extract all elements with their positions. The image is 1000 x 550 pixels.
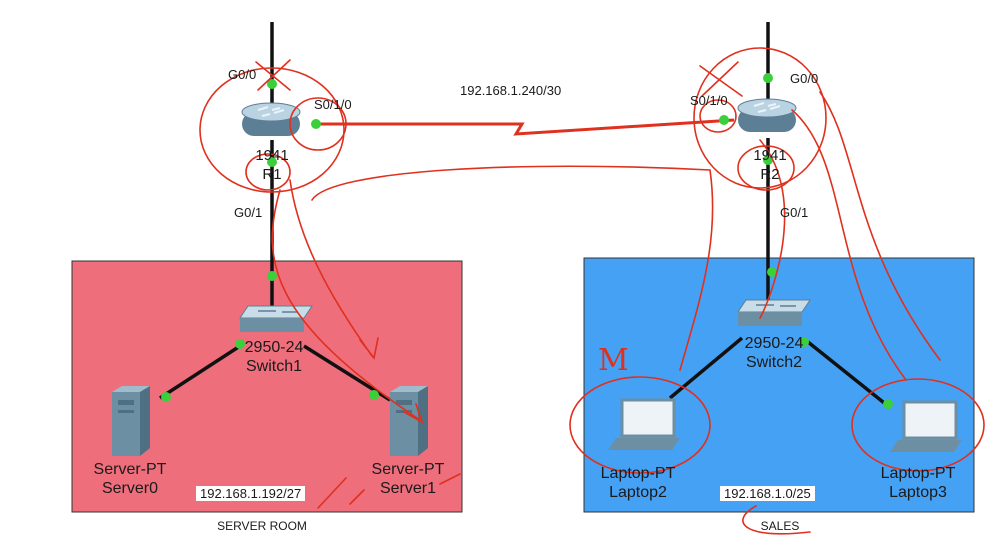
- server0-name-label: Server0: [101, 480, 159, 497]
- cross-r1-g00: [255, 59, 291, 91]
- switch1-icon[interactable]: [239, 305, 313, 332]
- laptop2-model-label: Laptop-PT: [600, 465, 676, 482]
- r1-port-s010-label: S0/1/0: [314, 97, 352, 112]
- handwritten-m: M: [598, 343, 629, 378]
- circle-r1: [199, 67, 345, 193]
- r1-label: 1941 R1: [255, 146, 288, 184]
- circle-r2-port: [699, 99, 737, 133]
- cross-r2: [699, 61, 743, 97]
- circle-r1-s010: [289, 97, 347, 151]
- r1-port-g01-label: G0/1: [234, 205, 263, 220]
- laptop2-name-label: Laptop2: [609, 484, 667, 501]
- laptop3-name-label: Laptop3: [889, 484, 947, 501]
- sales-title: SALES: [760, 519, 800, 533]
- server0-model-label: Server-PT: [93, 461, 167, 478]
- switch1-label: 2950-24 Switch1: [245, 338, 304, 376]
- path-r2-down: [759, 139, 786, 319]
- handwritten-annotations: [199, 47, 985, 535]
- switch1-server0-cable: [159, 344, 241, 400]
- server1-name-label: Server1: [379, 480, 437, 497]
- r1-name-label: R1: [262, 166, 282, 183]
- circle-laptop2: [569, 376, 711, 474]
- r2-port-g00-label: G0/0: [790, 71, 819, 86]
- switch2-name-label: Switch2: [745, 354, 803, 371]
- laptop3-label: Laptop-PT Laptop3: [881, 464, 956, 502]
- r2-label: 1941 R2: [753, 146, 786, 184]
- r2-name-label: R2: [760, 166, 780, 183]
- laptop3-model-label: Laptop-PT: [880, 465, 956, 482]
- curve-sales: [742, 505, 811, 535]
- path-r2-side: [819, 91, 941, 361]
- link-status-dots: [161, 73, 893, 409]
- server0-label: Server-PT Server0: [94, 460, 167, 498]
- r1-model-label: 1941: [255, 147, 289, 164]
- arrow-r1-loop: [271, 189, 424, 424]
- laptop2-label: Laptop-PT Laptop2: [601, 464, 676, 502]
- circle-r2-label: [737, 145, 795, 191]
- switch2-laptop2-cable: [668, 336, 744, 400]
- arrow-r1-to-server1: [289, 179, 379, 360]
- server-room-title: SERVER ROOM: [217, 519, 307, 533]
- switch2-label: 2950-24 Switch2: [745, 334, 804, 372]
- switch2-model-label: 2950-24: [744, 335, 804, 352]
- switch2-icon[interactable]: [737, 299, 811, 326]
- underline-server-room: [317, 477, 365, 509]
- switch1-name-label: Switch1: [245, 358, 303, 375]
- laptop3-icon[interactable]: [890, 400, 962, 452]
- underline-server1: [439, 473, 461, 485]
- server1-label: Server-PT Server1: [372, 460, 445, 498]
- circle-r1-label: [245, 153, 291, 191]
- switch2-laptop3-cable: [806, 340, 890, 408]
- serial-wan-link: [316, 118, 735, 136]
- circle-laptop3: [851, 378, 985, 472]
- circle-r2: [693, 47, 827, 189]
- r2-port-s010-label: S0/1/0: [690, 93, 728, 108]
- r2-port-g01-label: G0/1: [780, 205, 809, 220]
- sales-network-label: 192.168.1.0/25: [720, 486, 815, 501]
- server0-icon[interactable]: [112, 386, 150, 456]
- path-r1-to-r2: [311, 165, 714, 371]
- router-r2-icon[interactable]: [737, 98, 797, 132]
- laptop2-icon[interactable]: [608, 398, 680, 450]
- switch1-model-label: 2950-24: [244, 339, 304, 356]
- r2-model-label: 1941: [753, 147, 787, 164]
- r1-port-g00-label: G0/0: [228, 67, 257, 82]
- server-room-network-label: 192.168.1.192/27: [196, 486, 306, 501]
- path-r2-to-laptop3: [791, 109, 907, 381]
- wan-network-label: 192.168.1.240/30: [460, 83, 562, 98]
- server1-model-label: Server-PT: [371, 461, 445, 478]
- router-r1-icon[interactable]: [241, 102, 301, 136]
